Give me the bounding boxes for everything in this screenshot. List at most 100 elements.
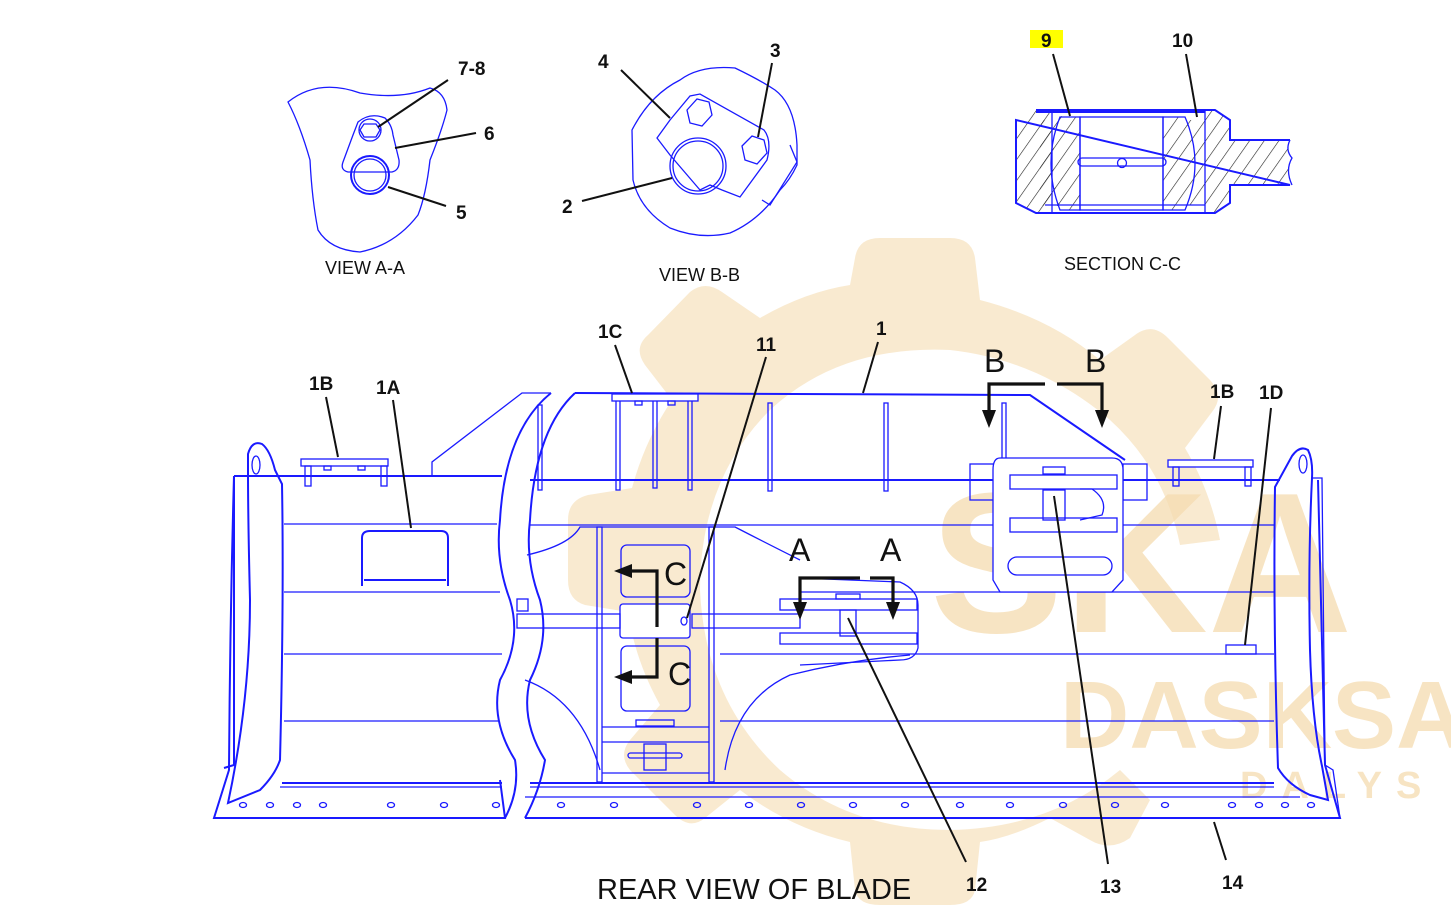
callout-1: 1 [876,319,887,340]
section-cc-hatch-right [1205,110,1292,213]
watermark-gear-icon [568,238,1220,905]
callout-10: 10 [1172,31,1193,52]
center-frame-left-post [596,526,603,783]
bracket-1b-right-leg-a [1172,466,1180,487]
watermark-daskasa: DASKSA [1060,662,1451,769]
leader-4 [620,69,671,119]
leader-1b-left [325,396,339,458]
right-end-hole [1298,454,1308,474]
view-aa-label: VIEW A-A [325,258,405,278]
leader-7-8 [377,79,449,128]
center-arm-left [516,613,621,629]
right-end-bit [1312,477,1341,819]
callout-1c: 1C [598,322,623,343]
center-frame-right-post [708,526,715,783]
leader-2 [581,177,673,202]
view-aa-plate [287,86,448,253]
stiffener-1 [537,404,543,491]
view-bb-nut-top-icon [686,98,713,127]
center-arm-right [691,613,801,629]
grease-fitting-icon [680,616,688,626]
section-cc-ball-right [1162,116,1196,211]
callout-5: 5 [456,203,467,224]
center-lower-flange [627,752,683,759]
leader-12 [847,617,967,863]
view-bb-plate [631,66,798,237]
callout-11: 11 [756,335,777,356]
section-cc-ball-left [1050,116,1081,211]
lift-lug-lower-bar [779,632,918,645]
section-cc-hole [1116,157,1128,169]
stiffener-2 [615,399,621,491]
lift-lug-pin [839,609,857,637]
blade-left-section [212,392,551,819]
center-lower-cap [635,719,675,727]
marker-a-right: A [880,532,902,568]
bracket-1b-right-leg-b [1244,466,1252,487]
leader-14 [1213,821,1227,861]
stiffener-6 [883,402,889,492]
bracket-1b-left-leg-b [380,465,388,487]
leader-1b-right [1213,405,1222,460]
drawing-title: REAR VIEW OF BLADE [597,874,911,905]
callout-3: 3 [770,41,781,62]
section-cc-groove [1077,157,1167,167]
bracket-1c-nut-a [634,400,643,406]
view-aa-link [341,115,400,173]
callout-6: 6 [484,124,495,145]
marker-a-left: A [789,532,811,568]
bracket-1c-nut-b [667,400,676,406]
bracket-1b-left-leg-a [304,465,312,487]
stiffener-5 [767,402,773,492]
bracket-1b-left-nut-b [357,465,366,471]
view-bb-side-plate [761,144,798,206]
bbox-clevis-top [1009,474,1118,490]
bbox-pin [1042,489,1066,521]
break-line-right [524,392,576,819]
marker-b-right: B [1085,343,1106,379]
leader-1c [614,344,633,394]
bbox-hook [1079,488,1105,521]
bracket-1b-right [1167,459,1254,468]
view-aa-pin-inner [353,158,387,192]
bbox-washer [1042,466,1066,475]
main-top-edge [574,392,1126,461]
view-bb-pin-outer [669,137,727,195]
leader-1 [862,341,879,394]
bracket-1b-left [300,458,389,467]
leader-1d [1244,407,1272,646]
callout-14: 14 [1222,873,1244,894]
leader-13 [1053,495,1109,865]
view-aa-nut-icon [359,123,381,138]
leader-1a [392,399,412,529]
center-trunnion-block [619,603,691,639]
center-curve-lower [524,654,911,771]
view-aa-bolt-icon [358,118,382,142]
leader-3 [757,62,773,138]
callout-12: 12 [966,875,987,896]
blade-rear-view: C C A A B B 1B 1A [212,319,1342,905]
callout-9: 9 [1041,31,1052,52]
right-end-plate [1273,447,1330,802]
section-marker-bb: B B [982,343,1109,428]
view-bb-nut-right-icon [741,135,768,165]
leader-10 [1185,53,1198,118]
view-bb-label: VIEW B-B [659,265,740,285]
leader-9 [1052,53,1071,117]
view-aa-pin-outer [350,155,390,195]
callout-1b-left: 1B [309,374,333,395]
view-bb: 4 3 2 VIEW B-B [562,41,798,285]
callout-1a: 1A [376,378,401,399]
right-cutting-edge-holes [556,801,1316,809]
left-end-bit [212,475,507,819]
center-arm-stub [516,598,529,612]
bracket-1b-left-nut-a [323,465,332,471]
section-marker-cc: C C [614,556,691,692]
section-cc-label: SECTION C-C [1064,254,1181,274]
view-bb-link [656,93,770,198]
marker-c-top: C [664,556,687,592]
section-marker-aa: A A [789,532,902,620]
callout-1d: 1D [1259,383,1283,404]
view-aa: 7-8 6 5 VIEW A-A [287,59,495,278]
